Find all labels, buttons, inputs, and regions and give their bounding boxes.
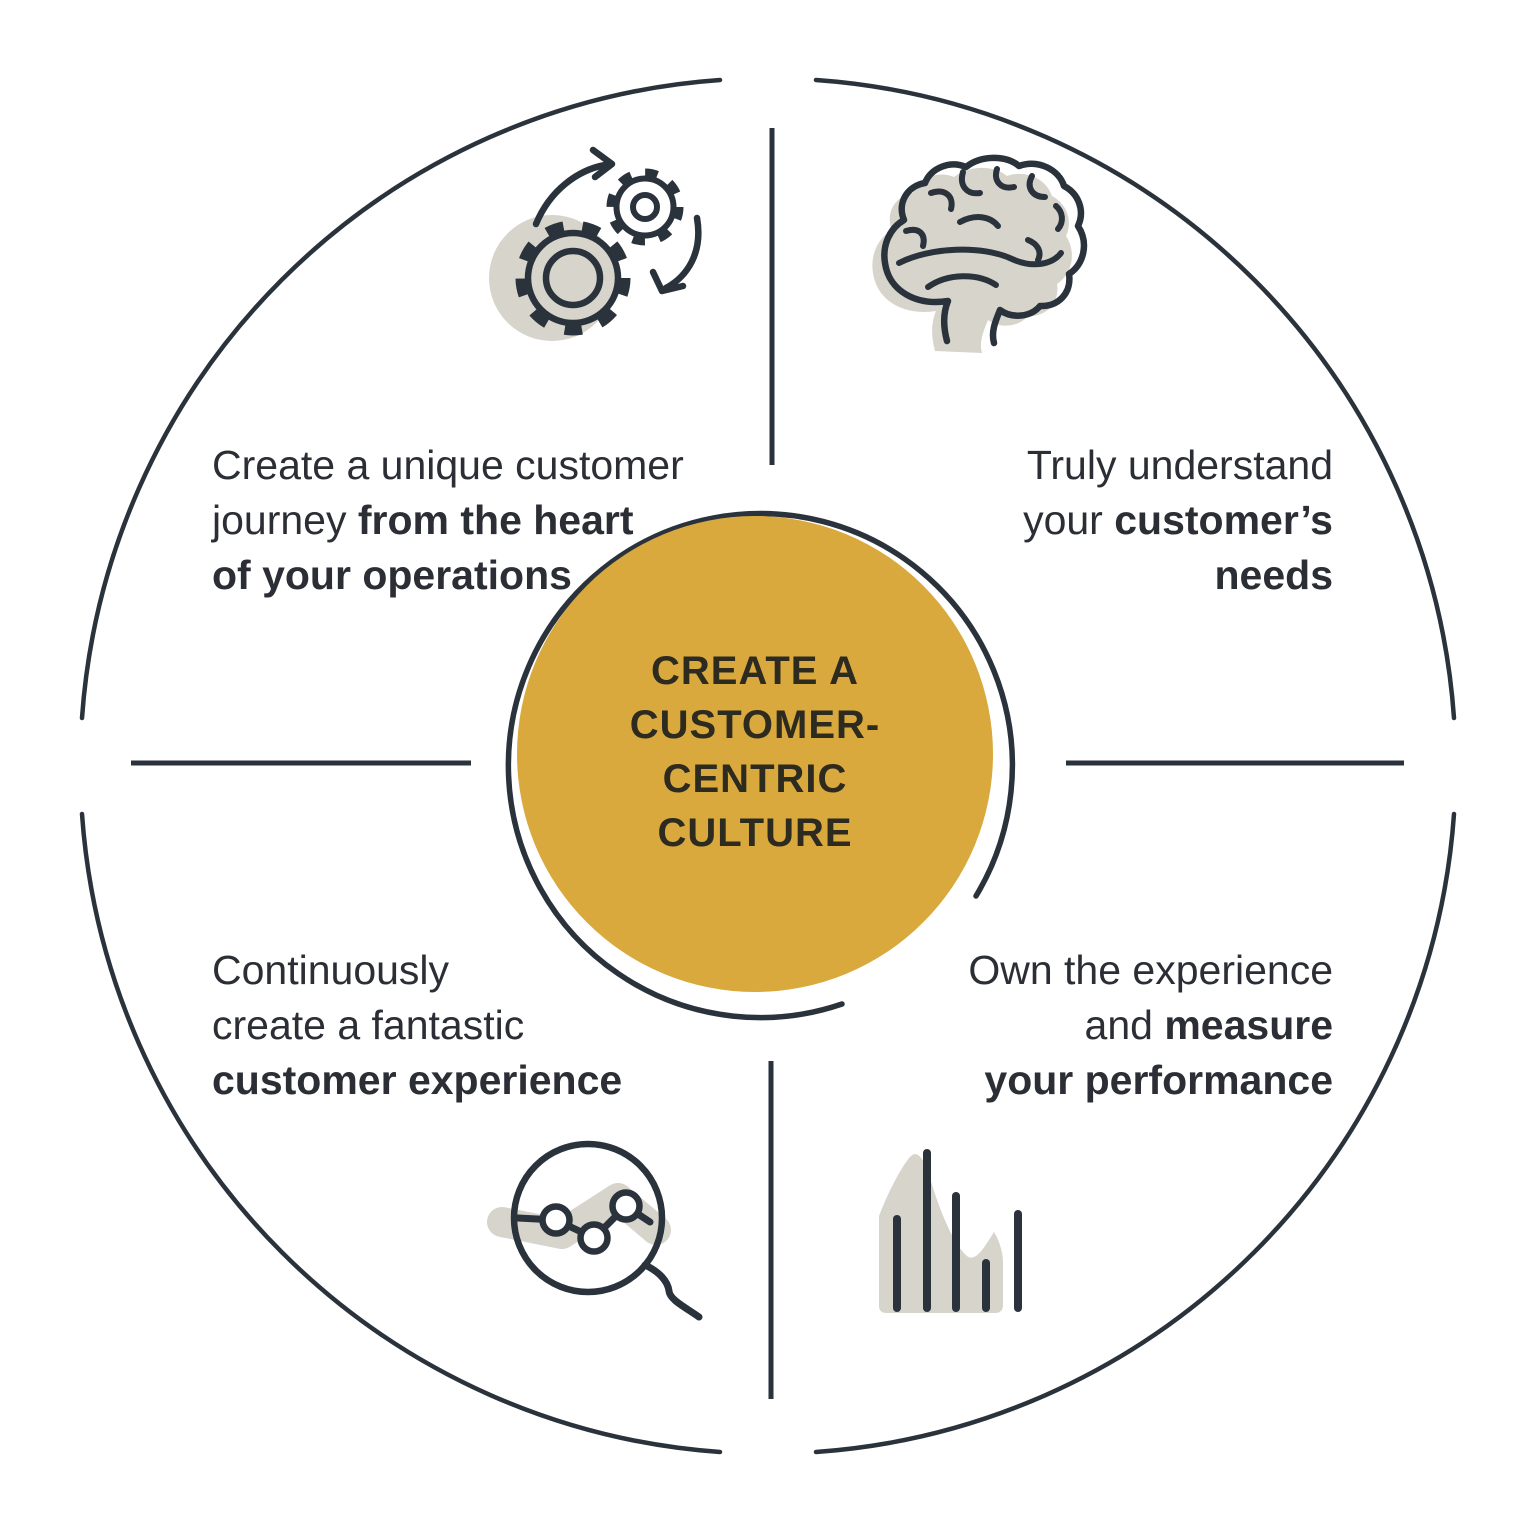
- text-line: Continuously: [212, 947, 450, 993]
- quadrant-text-bottom-right: Own the experience and measure your perf…: [968, 943, 1333, 1108]
- text-line: of your operations: [212, 552, 572, 598]
- quadrant-text-bottom-left: Continuously create a fantastic customer…: [212, 943, 622, 1108]
- text-line: Own the experience: [968, 947, 1333, 993]
- center-label-line: CULTURE: [657, 811, 853, 855]
- text-line: and measure: [1084, 1002, 1333, 1048]
- center-label-line: CENTRIC: [662, 757, 848, 801]
- text-line: Truly understand: [1026, 442, 1333, 488]
- text-line: your customer’s: [1023, 497, 1333, 543]
- text-line: customer experience: [212, 1057, 623, 1103]
- center-ring: [505, 510, 1016, 1021]
- magnifier-trend-icon: [487, 1140, 703, 1321]
- icon-backdrop: [489, 215, 615, 341]
- text-line: create a fantastic: [212, 1002, 525, 1048]
- center-label-line: CREATE A: [651, 649, 859, 693]
- text-line: your performance: [984, 1057, 1333, 1103]
- bar-chart-icon: [879, 1149, 1022, 1313]
- magnifier-handle: [641, 1261, 703, 1321]
- brain-icon: [872, 154, 1088, 353]
- text-line: needs: [1214, 552, 1334, 598]
- icon-backdrop: [872, 167, 1072, 353]
- gears-icon: [489, 146, 702, 341]
- outer-circle: [79, 77, 1457, 1455]
- icon-backdrop: [879, 1154, 1003, 1313]
- quadrant-text-top-right: Truly understand your customer’s needs: [1023, 438, 1333, 603]
- quadrant-text-top-left: Create a unique customer journey from th…: [212, 438, 684, 603]
- text-line: Create a unique customer: [212, 442, 684, 488]
- divider-lines: [131, 128, 1404, 1399]
- center-label-line: CUSTOMER-: [629, 703, 881, 747]
- center-label: CREATE A CUSTOMER- CENTRIC CULTURE: [540, 644, 970, 860]
- center-circle: [517, 516, 993, 992]
- text-line: journey from the heart: [212, 497, 634, 543]
